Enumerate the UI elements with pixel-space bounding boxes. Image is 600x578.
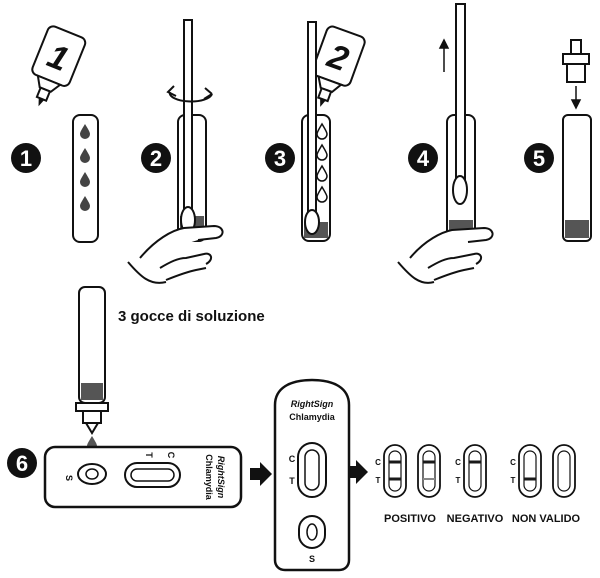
step-3: 2 3 bbox=[265, 21, 366, 242]
result-negative-label: NEGATIVO bbox=[447, 513, 504, 525]
control-mark-horizontal: C bbox=[166, 452, 176, 459]
product-vertical: Chlamydia bbox=[289, 412, 336, 422]
bottle-2-icon: 2 bbox=[311, 25, 366, 107]
bottle-1-icon: 1 bbox=[31, 25, 87, 107]
down-arrow-icon bbox=[570, 86, 582, 110]
tube-5 bbox=[562, 114, 592, 242]
step-2: 2 bbox=[127, 19, 224, 284]
control-mark-result: C bbox=[455, 458, 461, 467]
step-1: 1 1 bbox=[11, 25, 99, 243]
result-window: C T bbox=[375, 444, 407, 498]
result-window bbox=[552, 444, 576, 498]
right-arrow-icon-1 bbox=[250, 462, 272, 486]
result-invalid-label: NON VALIDO bbox=[512, 513, 581, 525]
step-number-2: 2 bbox=[150, 146, 162, 171]
step-number-4: 4 bbox=[417, 146, 430, 171]
step-number-6: 6 bbox=[16, 451, 28, 476]
test-mark-result: T bbox=[511, 476, 516, 485]
control-mark-result: C bbox=[510, 458, 516, 467]
swab-3 bbox=[307, 21, 317, 213]
step-number-6-badge bbox=[7, 448, 37, 478]
test-mark-result: T bbox=[456, 476, 461, 485]
step-5: 5 bbox=[524, 39, 592, 242]
control-mark-vertical: C bbox=[289, 454, 296, 464]
step-number-2-badge bbox=[141, 143, 171, 173]
result-window: C T bbox=[455, 444, 487, 498]
step-number-1-badge bbox=[11, 143, 41, 173]
step-number-4-badge bbox=[408, 143, 438, 173]
cassette-vertical: RightSign Chlamydia C T S bbox=[273, 378, 351, 572]
brand-vertical: RightSign bbox=[291, 399, 334, 409]
test-mark-vertical: T bbox=[289, 476, 295, 486]
rotate-arrow-icon bbox=[166, 85, 213, 103]
step-number-5-badge bbox=[524, 143, 554, 173]
cassette-horizontal: S C T RightSign Chlamydia bbox=[43, 445, 243, 509]
result-invalid: C T NON VALIDO bbox=[510, 444, 581, 525]
step-number-1: 1 bbox=[20, 146, 32, 171]
dropper-cap-icon bbox=[562, 39, 590, 83]
sample-mark-horizontal: S bbox=[64, 475, 74, 481]
result-negative: C T NEGATIVO bbox=[447, 444, 504, 525]
swab-4 bbox=[455, 3, 466, 183]
swab-2 bbox=[183, 19, 193, 211]
up-arrow-icon bbox=[438, 38, 450, 72]
instruction-label: 3 gocce di soluzione bbox=[118, 308, 265, 325]
step-number-3-badge bbox=[265, 143, 295, 173]
product-horizontal: Chlamydia bbox=[204, 454, 214, 501]
result-window: C T bbox=[510, 444, 542, 498]
step-number-5: 5 bbox=[533, 146, 545, 171]
brand-horizontal: RightSign bbox=[216, 456, 226, 499]
hand-2-icon bbox=[127, 224, 224, 284]
step-6: 3 gocce di soluzione S C T RightSign Chl… bbox=[7, 286, 581, 572]
sample-mark-vertical: S bbox=[309, 554, 315, 564]
step-4: 4 bbox=[397, 3, 494, 284]
hand-4-icon bbox=[397, 226, 494, 284]
result-positive-label: POSITIVO bbox=[384, 513, 436, 525]
control-mark-result: C bbox=[375, 458, 381, 467]
test-mark-horizontal: T bbox=[144, 452, 154, 458]
test-mark-result: T bbox=[376, 476, 381, 485]
right-arrow-icon-2 bbox=[346, 460, 368, 484]
step-number-3: 3 bbox=[274, 146, 286, 171]
result-window bbox=[417, 444, 441, 498]
result-positive: C T POSITIVO bbox=[375, 444, 441, 525]
